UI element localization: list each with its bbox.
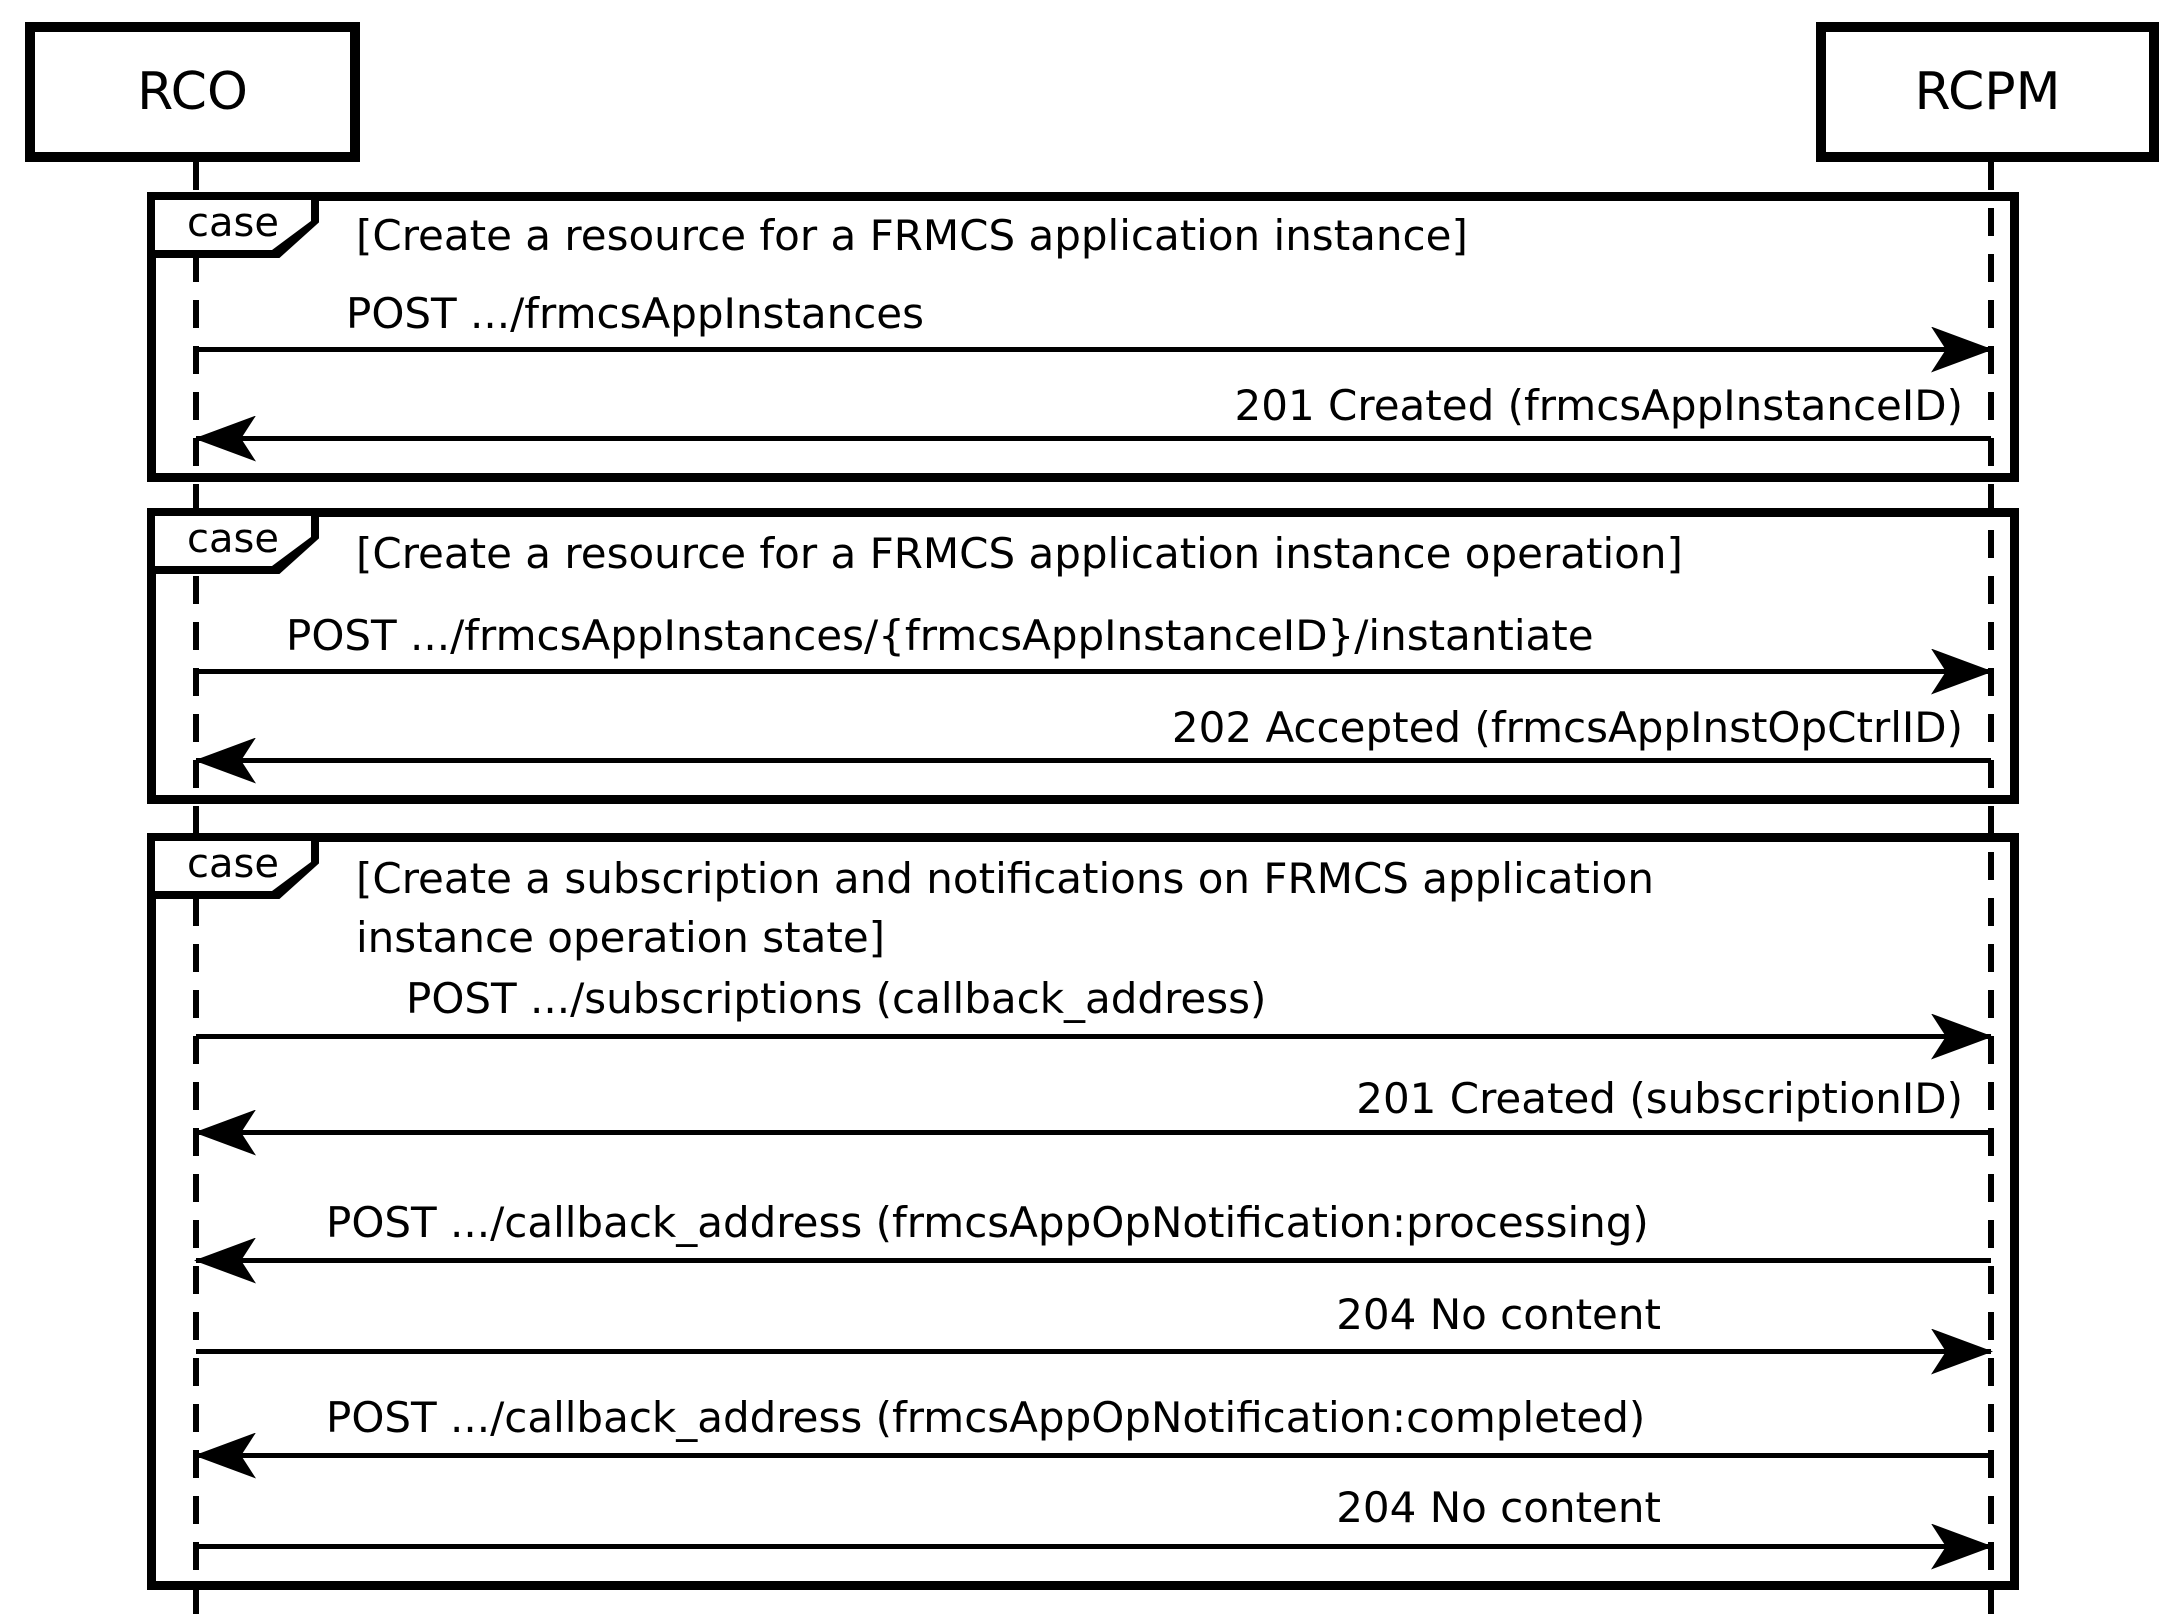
actor-label-rco: RCO (137, 62, 248, 122)
message-arrow-right (196, 1523, 1993, 1570)
guard-text: [Create a resource for a FRMCS applicati… (356, 211, 1468, 260)
message-label: 202 Accepted (frmcsAppInstOpCtrlID) (1171, 703, 1963, 752)
message-arrow-left (194, 1109, 1991, 1156)
case-frame-3: case [Create a subscription and notifica… (147, 833, 2019, 1590)
actor-label-rcpm: RCPM (1914, 62, 2061, 122)
message-arrow-left (194, 415, 1991, 462)
message-arrow-left (194, 1432, 1991, 1479)
message-arrow-left (194, 737, 1991, 784)
message-label: 204 No content (1336, 1290, 1661, 1339)
actor-box-rcpm: RCPM (1816, 22, 2159, 162)
message-arrow-right (196, 1328, 1993, 1375)
message-label: POST .../subscriptions (callback_address… (406, 974, 1267, 1023)
guard-text: [Create a subscription and notifications… (356, 854, 1654, 962)
case-frame-2: case [Create a resource for a FRMCS appl… (147, 508, 2019, 804)
message-arrow-right (196, 326, 1993, 373)
case-operator-label: case (155, 841, 311, 891)
actor-box-rco: RCO (25, 22, 360, 162)
message-label: POST .../callback_address (frmcsAppOpNot… (326, 1198, 1649, 1247)
lifeline-rcpm (1988, 162, 1994, 1614)
message-label: 204 No content (1336, 1483, 1661, 1532)
case-operator-tab: case (147, 833, 319, 899)
case-operator-label: case (155, 516, 311, 566)
message-label: POST .../frmcsAppInstances (346, 289, 925, 338)
message-label: POST .../frmcsAppInstances/{frmcsAppInst… (286, 611, 1594, 660)
message-arrow-left (194, 1237, 1991, 1284)
message-label: 201 Created (frmcsAppInstanceID) (1234, 381, 1963, 430)
case-operator-tab: case (147, 192, 319, 258)
case-operator-tab: case (147, 508, 319, 574)
guard-text: [Create a resource for a FRMCS applicati… (356, 529, 1683, 578)
message-arrow-right (196, 1013, 1993, 1060)
message-label: 201 Created (subscriptionID) (1356, 1074, 1963, 1123)
message-label: POST .../callback_address (frmcsAppOpNot… (326, 1393, 1646, 1442)
case-operator-label: case (155, 200, 311, 250)
message-arrow-right (196, 648, 1993, 695)
case-frame-1: case [Create a resource for a FRMCS appl… (147, 192, 2019, 482)
